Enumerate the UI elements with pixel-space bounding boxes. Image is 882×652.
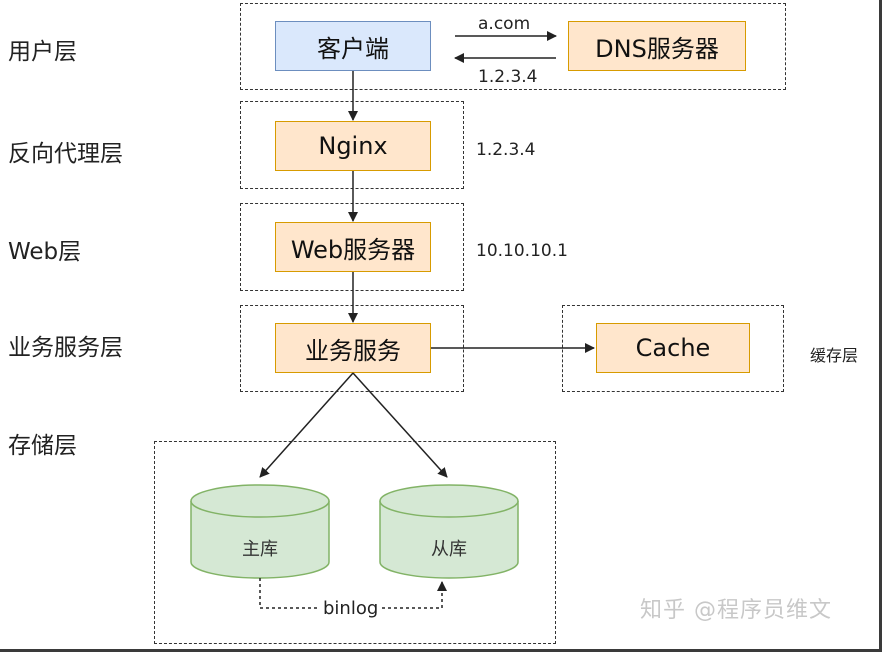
dns-server-node: DNS服务器 [568, 21, 746, 71]
cache-node: Cache [596, 323, 750, 373]
master-db-label: 主库 [242, 539, 278, 560]
slave-db-cylinder [379, 484, 519, 579]
arrow-business-to-master [259, 372, 354, 478]
dns-request-label: a.com [478, 14, 531, 34]
master-db-cylinder [190, 484, 330, 579]
layer-label-business: 业务服务层 [8, 335, 123, 361]
web-ip-label: 10.10.10.1 [476, 241, 568, 261]
binlog-path-left [259, 578, 320, 609]
web-server-node: Web服务器 [275, 222, 431, 272]
layer-label-proxy: 反向代理层 [8, 141, 123, 167]
user-layer-group [240, 3, 786, 90]
nginx-node: Nginx [275, 121, 431, 171]
storage-layer-group [154, 441, 556, 644]
binlog-label: binlog [323, 598, 379, 619]
layer-label-web: Web层 [8, 239, 82, 265]
layer-label-storage: 存储层 [8, 433, 77, 459]
watermark: 知乎 @程序员维文 [640, 598, 832, 623]
slave-db-label: 从库 [431, 539, 467, 560]
web-layer-group [240, 203, 464, 291]
client-node: 客户端 [275, 21, 431, 71]
dns-response-label: 1.2.3.4 [478, 67, 538, 87]
arrow-business-to-slave [352, 372, 448, 478]
business-service-node: 业务服务 [275, 323, 431, 373]
layer-label-user: 用户层 [8, 39, 77, 65]
binlog-path-right [382, 581, 447, 609]
nginx-ip-label: 1.2.3.4 [476, 140, 536, 160]
proxy-layer-group [240, 101, 464, 189]
layer-label-cache: 缓存层 [810, 346, 859, 365]
